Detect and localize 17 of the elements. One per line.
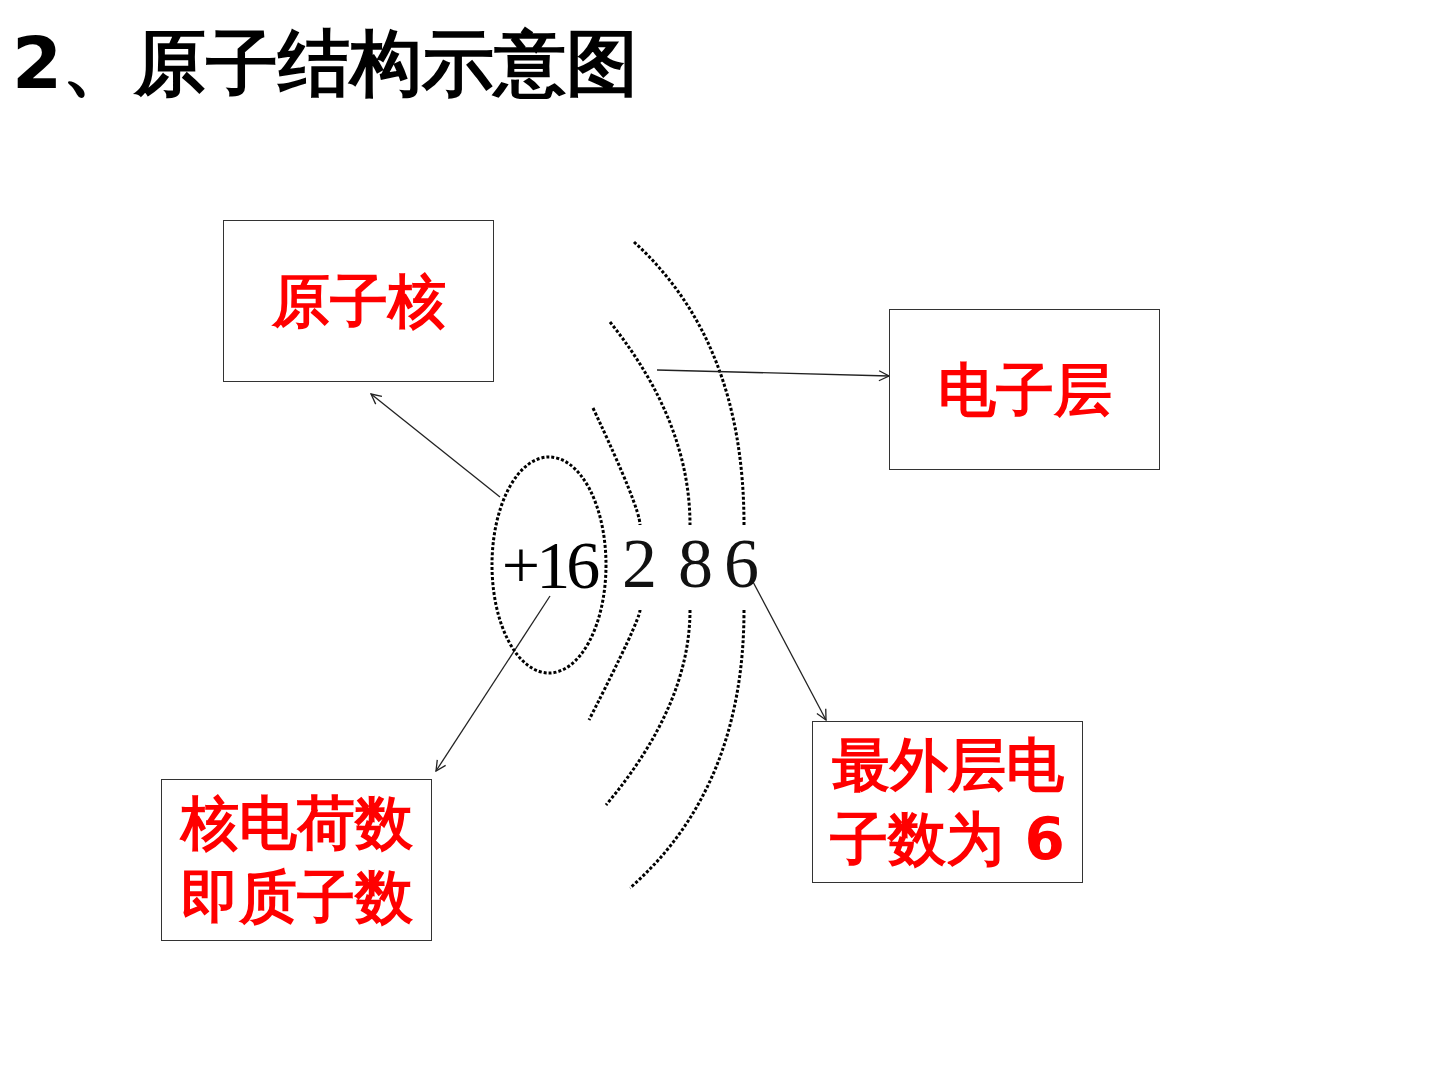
callout-box — [223, 220, 494, 382]
callout-box — [812, 721, 1083, 883]
callout-text: 最外层电子数为 6 — [829, 730, 1066, 875]
callout-text: 电子层 — [936, 354, 1113, 426]
charge-number: +16 — [501, 526, 597, 605]
leader-arrow — [656, 369, 890, 382]
callout-box — [161, 779, 432, 941]
callout-box — [889, 309, 1160, 470]
electron-count: 6 — [724, 525, 759, 602]
electron-count: 8 — [678, 524, 713, 604]
slide-title: 2、原子结构示意图 — [12, 20, 639, 107]
leader-arrow — [435, 595, 551, 772]
callout-text: 原子核 — [270, 266, 447, 337]
callout-text: 核电荷数即质子数 — [178, 788, 414, 933]
leader-arrow — [370, 393, 501, 498]
electron-count: 2 — [622, 524, 657, 604]
nucleus-circle — [490, 455, 608, 675]
